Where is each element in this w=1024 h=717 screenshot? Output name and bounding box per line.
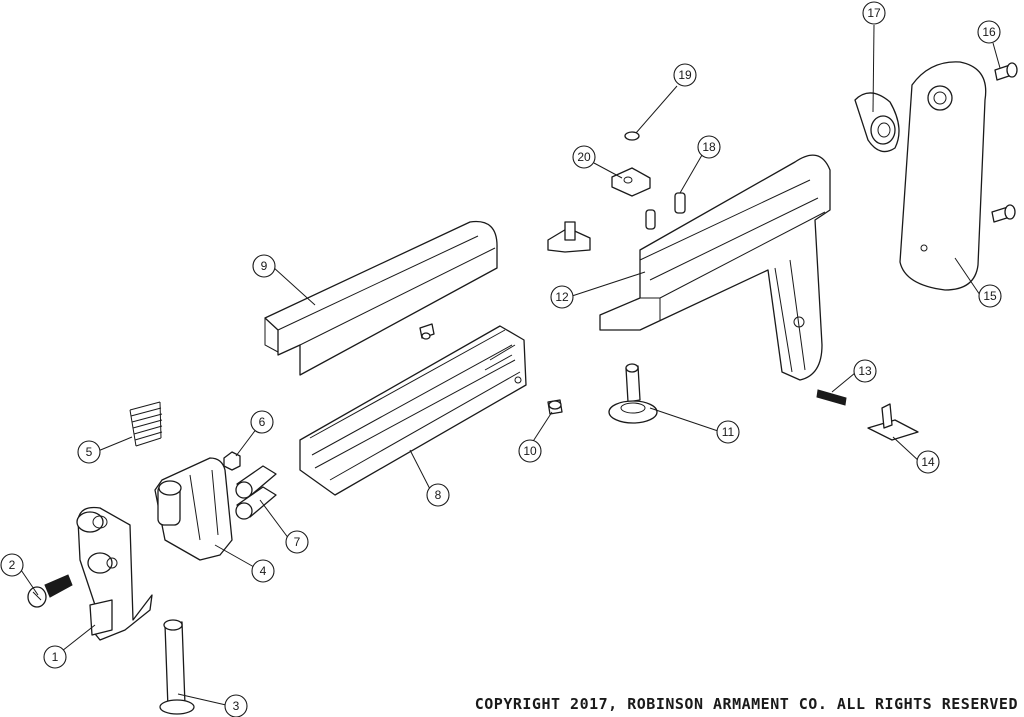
callout-17-label: 17 xyxy=(867,6,881,20)
callout-19: 19 xyxy=(673,63,697,87)
callout-15-label: 15 xyxy=(983,289,997,303)
callout-20: 20 xyxy=(572,145,596,169)
callout-16: 16 xyxy=(977,20,1001,44)
part-3-pin xyxy=(159,619,195,715)
leader-lines xyxy=(18,24,1001,706)
callout-16-label: 16 xyxy=(982,25,996,39)
callout-18-label: 18 xyxy=(702,140,716,154)
part-4-latch-block xyxy=(154,457,233,561)
callout-5: 5 xyxy=(77,440,101,464)
part-9-rail-cover xyxy=(264,220,498,376)
part-18-pins xyxy=(645,192,686,230)
callout-8-label: 8 xyxy=(435,488,442,502)
callout-7-label: 7 xyxy=(294,535,301,549)
callout-9-label: 9 xyxy=(261,259,268,273)
callout-3: 3 xyxy=(224,694,248,717)
callout-4-label: 4 xyxy=(260,564,267,578)
callout-8: 8 xyxy=(426,483,450,507)
part-11-plunger xyxy=(608,363,658,424)
part-17-lug xyxy=(854,92,900,153)
part-6-nut xyxy=(223,451,241,471)
part-14-button xyxy=(867,403,919,441)
callout-14-label: 14 xyxy=(921,455,935,469)
copyright-notice: COPYRIGHT 2017, ROBINSON ARMAMENT CO. AL… xyxy=(474,695,1018,713)
callout-20-label: 20 xyxy=(577,150,591,164)
callout-1: 1 xyxy=(43,645,67,669)
part-15-butt-plate xyxy=(899,61,987,291)
callout-4: 4 xyxy=(251,559,275,583)
callout-12: 12 xyxy=(550,285,574,309)
callout-17: 17 xyxy=(862,1,886,25)
part-13-spring xyxy=(816,389,847,406)
callout-1-label: 1 xyxy=(52,650,59,664)
callout-14: 14 xyxy=(916,450,940,474)
callout-11-label: 11 xyxy=(722,425,735,439)
part-12-stock-body xyxy=(599,154,831,381)
part-2-screw xyxy=(27,574,73,608)
callout-2-label: 2 xyxy=(9,558,16,572)
callout-13-label: 13 xyxy=(858,364,872,378)
part-9-pin xyxy=(419,323,435,340)
part-20-pad xyxy=(611,167,651,197)
callout-5-label: 5 xyxy=(86,445,93,459)
part-10-screw xyxy=(547,399,563,415)
callout-11: 11 xyxy=(716,420,740,444)
callout-6-label: 6 xyxy=(259,415,266,429)
callout-18: 18 xyxy=(697,135,721,159)
callout-13: 13 xyxy=(853,359,877,383)
part-7-bushings xyxy=(235,465,277,520)
callout-9: 9 xyxy=(252,254,276,278)
part-19-washer xyxy=(624,131,640,141)
part-16-screws xyxy=(991,62,1018,223)
part-12-clip xyxy=(547,221,591,253)
callout-3-label: 3 xyxy=(233,699,240,713)
callout-10: 10 xyxy=(518,439,542,463)
part-1-hinge-block xyxy=(76,506,153,641)
callout-12-label: 12 xyxy=(555,290,569,304)
part-5-spring xyxy=(129,401,163,447)
callout-19-label: 19 xyxy=(678,68,692,82)
callout-15: 15 xyxy=(978,284,1002,308)
part-8-rail-housing xyxy=(299,325,527,496)
callout-6: 6 xyxy=(250,410,274,434)
callout-7: 7 xyxy=(285,530,309,554)
callout-2: 2 xyxy=(0,553,24,577)
callout-10-label: 10 xyxy=(523,444,537,458)
